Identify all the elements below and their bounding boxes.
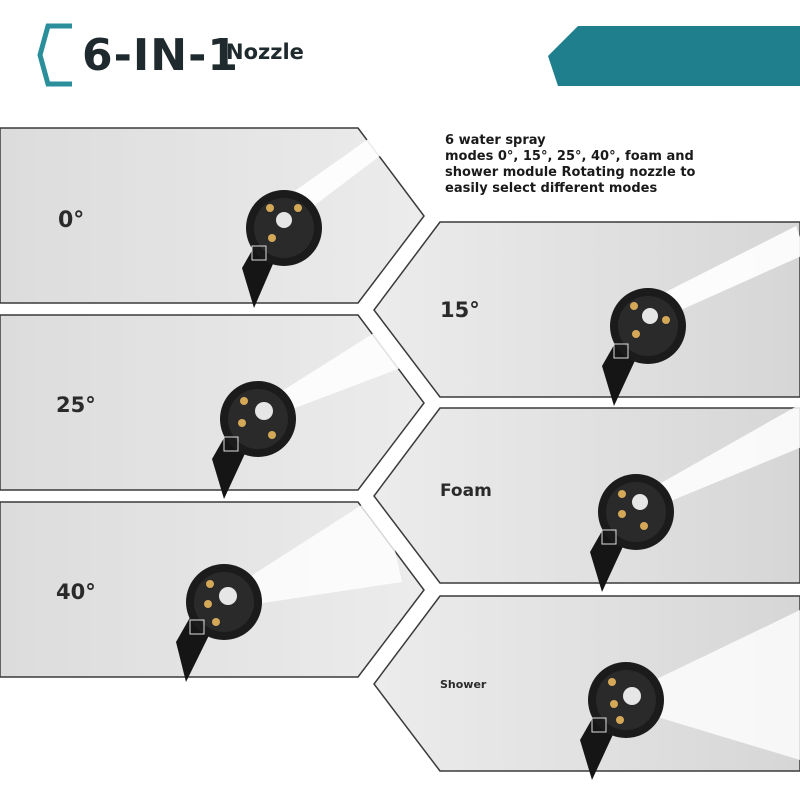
header-graphics: [37, 23, 800, 87]
header-accent-band: [548, 26, 800, 86]
mode-card-foam: Foam: [373, 404, 800, 592]
spray-nozzle-icon: [590, 404, 800, 592]
description-line: easily select different modes: [445, 181, 658, 196]
spray-nozzle-icon: [176, 492, 402, 682]
mode-card-shape: [0, 108, 425, 308]
description-line: 6 water spray: [445, 133, 546, 148]
mode-card-shape: [0, 492, 425, 682]
spray-nozzle-icon: [212, 319, 411, 499]
mode-label-40: 40°: [56, 580, 96, 604]
mode-label-15: 15°: [440, 298, 480, 322]
description-text: 6 water spray modes 0°, 15°, 25°, 40°, f…: [445, 133, 715, 197]
spray-nozzle-icon: [602, 226, 800, 406]
page-subtitle: Nozzle: [226, 40, 304, 64]
spray-nozzle-icon: [242, 108, 422, 308]
page-header: 6-IN-1 Nozzle: [0, 0, 800, 110]
mode-card-shape: [373, 404, 800, 592]
mode-label-25: 25°: [56, 393, 96, 417]
mode-card-40: 40°: [0, 492, 425, 682]
mode-card-25: 25°: [0, 314, 425, 499]
mode-label-foam: Foam: [440, 481, 492, 501]
mode-card-shape: [373, 221, 800, 406]
mode-card-shape: [373, 595, 800, 780]
mode-card-shower: Shower: [373, 595, 800, 780]
header-bracket-icon: [37, 23, 72, 87]
description-line: shower module Rotating nozzle to: [445, 165, 696, 180]
spray-nozzle-icon: [580, 610, 800, 780]
page-title: 6-IN-1: [82, 30, 239, 81]
mode-label-shower: Shower: [440, 678, 487, 691]
description-line: modes 0°, 15°, 25°, 40°, foam and: [445, 149, 694, 164]
mode-label-0: 0°: [58, 208, 85, 233]
mode-card-shape: [0, 314, 425, 499]
mode-card-15: 15°: [373, 221, 800, 406]
mode-card-0: 0°: [0, 108, 425, 308]
